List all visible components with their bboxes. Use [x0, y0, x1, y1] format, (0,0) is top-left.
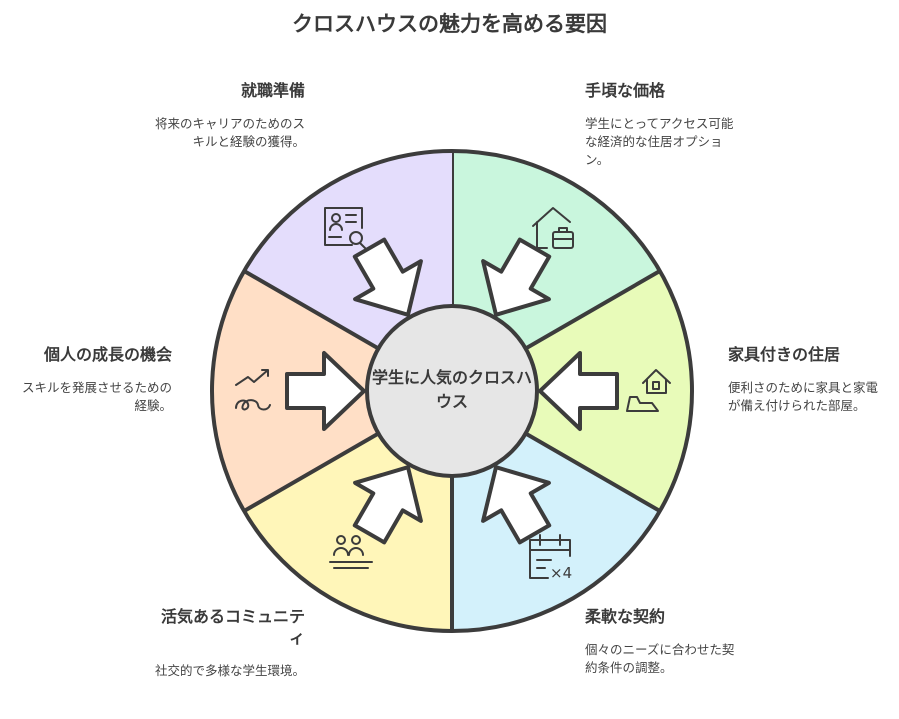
outer-ring: [210, 149, 694, 633]
inward-arrow: [352, 237, 423, 317]
inward-arrow: [481, 237, 552, 317]
segment-title: 家具付きの住居: [728, 345, 841, 364]
house-sofa-icon: [626, 369, 671, 412]
segment-title: 手頃な価格: [585, 81, 666, 100]
segment-description: 社交的で多様な学生環境。: [155, 663, 306, 678]
segment-title: 就職準備: [240, 81, 305, 100]
inward-arrow: [538, 351, 619, 431]
segment-flexible-contract: 柔軟な契約 個々のニーズに合わせた契約条件の調整。: [585, 606, 735, 677]
resume-search-icon: [324, 207, 367, 250]
diagram-title: クロスハウスの魅力を高める要因: [292, 12, 607, 36]
svg-text:×4: ×4: [550, 564, 572, 582]
segment-affordable-price: 手頃な価格 学生にとってアクセス可能な経済的な住居オプション。: [585, 80, 735, 169]
growth-icon: [235, 369, 271, 411]
segment-vibrant-community: 活気あるコミュニティ 社交的で多様な学生環境。: [155, 606, 305, 680]
segment-title: 柔軟な契約: [585, 607, 666, 626]
people-icon: [329, 535, 373, 569]
house-briefcase-icon: [532, 207, 574, 249]
center-label: 学生に人気のクロスハウス: [372, 368, 533, 411]
segment-description: 便利さのために家具と家電が備え付けられた部屋。: [728, 380, 879, 413]
segment-title: 活気あるコミュニティ: [160, 607, 305, 647]
inward-arrow: [352, 465, 423, 545]
inward-arrow: [481, 465, 552, 545]
segment-description: 学生にとってアクセス可能な経済的な住居オプション。: [585, 116, 734, 167]
segment-description: スキルを発展させるための経験。: [22, 380, 173, 413]
inward-arrow: [285, 351, 366, 431]
segment-title: 個人の成長の機会: [43, 345, 172, 364]
segment-career-prep: 就職準備 将来のキャリアのためのスキルと経験の獲得。: [155, 80, 305, 151]
segment-description: 個々のニーズに合わせた契約条件の調整。: [585, 642, 735, 675]
center-circle: [365, 304, 539, 478]
segment-furnished-housing: 家具付きの住居 便利さのために家具と家電が備え付けられた部屋。: [728, 344, 878, 415]
calendar-x4-icon: ×4: [529, 534, 572, 582]
segment-description: 将来のキャリアのためのスキルと経験の獲得。: [155, 116, 306, 149]
segment-personal-growth: 個人の成長の機会 スキルを発展させるための経験。: [22, 344, 172, 415]
